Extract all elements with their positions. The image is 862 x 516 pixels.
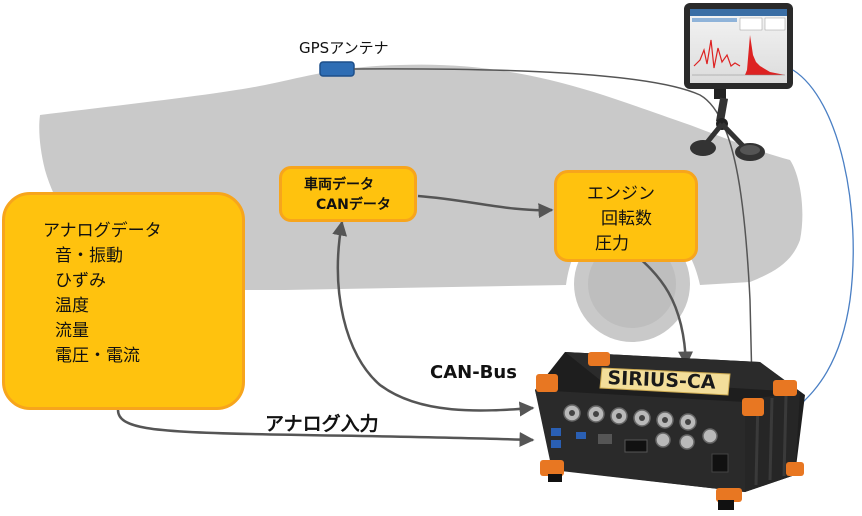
vehicle-data-line: CANデータ [316,197,391,213]
can-bus-label: CAN-Bus [430,362,517,383]
sirius-ca-device-icon [535,352,805,510]
analog-item: 流量 [55,321,89,341]
engine-data-line: 回転数 [601,209,652,229]
engine-data-line: エンジン [587,184,655,204]
engine-data-box: エンジン 回転数 圧力 [554,170,698,262]
analog-data-box: アナログデータ 音・振動 ひずみ 温度 流量 電圧・電流 [2,192,245,410]
can-bus-arrow [332,220,535,417]
engine-data-line: 圧力 [595,234,629,254]
gps-label: GPSアンテナ [299,39,389,57]
analog-item: 温度 [55,296,89,316]
gps-cable [353,68,753,386]
vehicle-data-box: 車両データ CANデータ [279,166,417,222]
analog-item: ひずみ [55,271,106,291]
analog-input-arrow [116,409,535,448]
analog-item: 音・振動 [55,246,123,266]
arrow-vehicle-to-engine [417,194,554,219]
tablet-cable [792,69,854,406]
analog-data-title: アナログデータ [43,221,162,241]
device-label: SIRIUS-CA [607,367,717,394]
gps-antenna-icon [319,61,355,77]
vehicle-data-line: 車両データ [304,177,374,193]
analog-input-label: アナログ入力 [265,413,379,435]
analog-item: 電圧・電流 [55,346,140,366]
tablet-display-icon [684,3,793,161]
